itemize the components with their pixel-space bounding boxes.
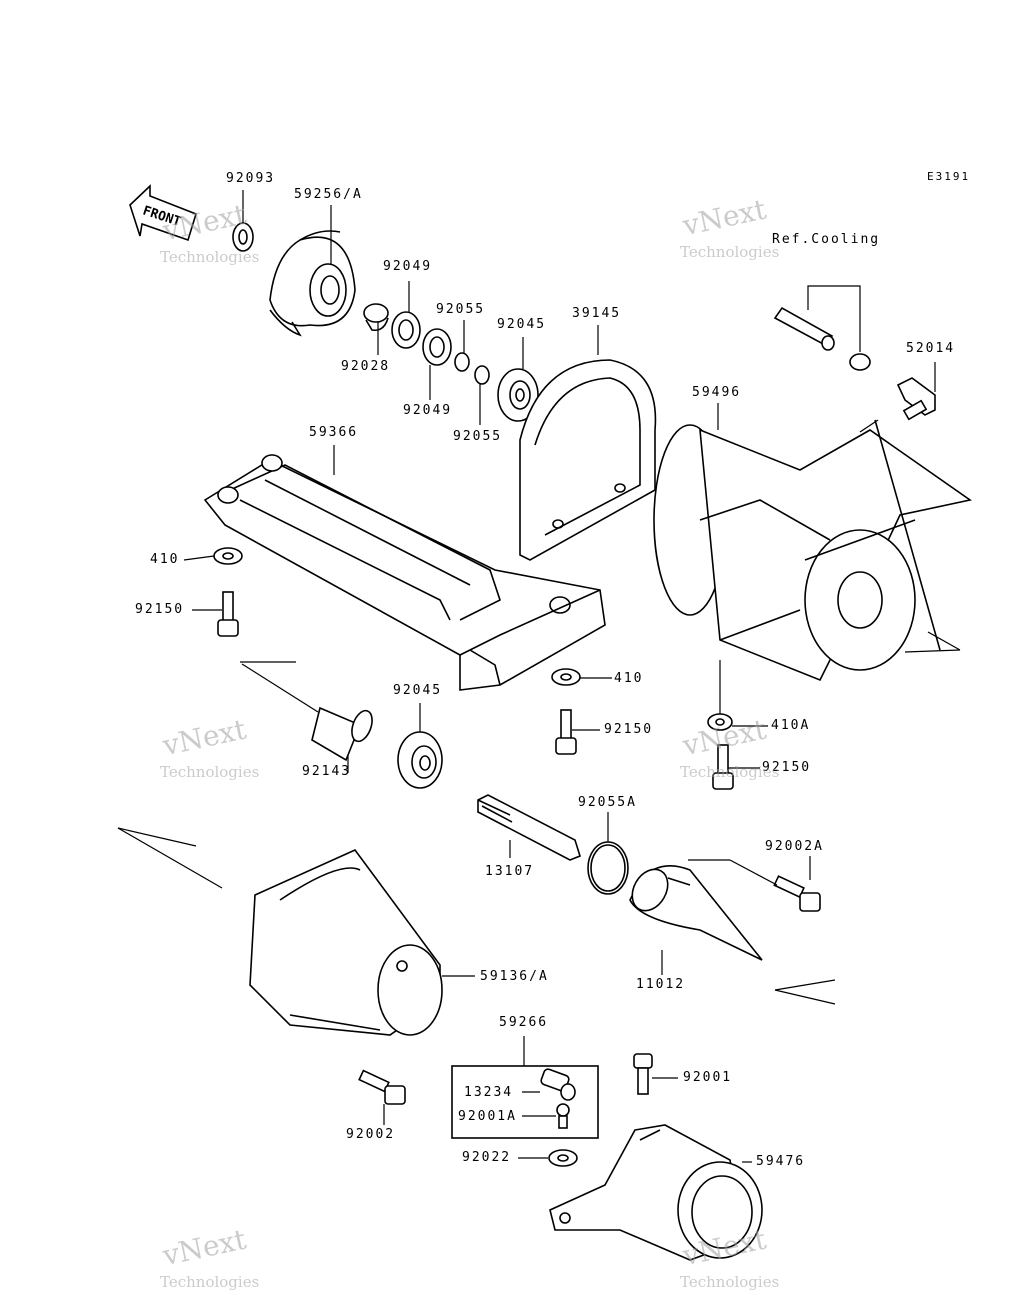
seal-92049-a — [391, 311, 421, 349]
label-92002: 92002 — [346, 1127, 396, 1142]
label-59136A: 59136/A — [480, 969, 549, 984]
label-59496: 59496 — [692, 385, 742, 400]
washer-410A — [707, 713, 733, 731]
label-13107: 13107 — [485, 864, 535, 879]
label-92150-middle: 92150 — [604, 722, 654, 737]
elbow-fitting-52014 — [896, 377, 936, 421]
front-arrow-icon: FRONT — [129, 184, 197, 242]
bolt-92002 — [358, 1069, 406, 1105]
cone-11012 — [629, 864, 763, 961]
label-410A: 410A — [771, 718, 811, 733]
label-52014: 52014 — [906, 341, 956, 356]
label-92002A: 92002A — [765, 839, 824, 854]
figure-code: E3191 — [927, 170, 971, 183]
label-59476: 59476 — [756, 1154, 806, 1169]
bolt-92150-c — [712, 744, 734, 790]
oring-92055-b — [474, 365, 490, 385]
collar-92143 — [240, 661, 373, 762]
label-92093: 92093 — [226, 171, 276, 186]
label-92045-top: 92045 — [497, 317, 547, 332]
washer-92093 — [232, 222, 254, 252]
bolt-92150-b — [555, 709, 577, 755]
shaft-13107 — [477, 794, 581, 861]
bolt-92150-a — [217, 591, 239, 637]
label-92055A: 92055A — [578, 795, 637, 810]
guard-39145 — [519, 359, 657, 561]
nozzle-59476 — [549, 1124, 763, 1261]
label-92055-bottom: 92055 — [453, 429, 503, 444]
oring-92055-a — [454, 352, 470, 372]
cooling-hose — [773, 285, 871, 371]
bolt-92002A — [773, 875, 821, 912]
washer-92022 — [548, 1149, 578, 1167]
bearing-92045-bottom — [397, 731, 443, 789]
oring-92055A — [587, 841, 629, 895]
washer-410-a — [213, 547, 243, 565]
leader-lines — [117, 190, 961, 1163]
bolt-92001A — [556, 1103, 570, 1129]
label-59256A: 59256/A — [294, 187, 363, 202]
label-92045-bottom: 92045 — [393, 683, 443, 698]
label-92022: 92022 — [462, 1150, 512, 1165]
label-92001: 92001 — [683, 1070, 733, 1085]
label-92049-bottom: 92049 — [403, 403, 453, 418]
pump-housing-59136A — [249, 849, 443, 1036]
washer-410-b — [551, 668, 581, 686]
label-92028: 92028 — [341, 359, 391, 374]
kit-box-59266 — [451, 1065, 599, 1139]
label-92143: 92143 — [302, 764, 352, 779]
bushing-92028 — [363, 303, 389, 332]
label-92001A: 92001A — [458, 1109, 517, 1124]
label-11012: 11012 — [636, 977, 686, 992]
bearing-92045-top — [497, 368, 539, 422]
label-13234: 13234 — [464, 1085, 514, 1100]
label-92049-top: 92049 — [383, 259, 433, 274]
plug-13234 — [540, 1068, 576, 1101]
label-92150-right: 92150 — [762, 760, 812, 775]
label-410-right: 410 — [614, 671, 644, 686]
label-59266: 59266 — [499, 1015, 549, 1030]
label-410-left: 410 — [150, 552, 180, 567]
pump-bed-59366 — [203, 454, 606, 691]
label-92055-top: 92055 — [436, 302, 486, 317]
label-59366: 59366 — [309, 425, 359, 440]
ref-cooling-note: Ref.Cooling — [772, 232, 881, 247]
label-39145: 39145 — [572, 306, 622, 321]
pump-case-59496 — [653, 419, 972, 682]
seal-92049-b — [422, 328, 452, 366]
label-92150-left: 92150 — [135, 602, 185, 617]
impeller-part — [269, 230, 356, 337]
bolt-92001 — [633, 1053, 653, 1095]
